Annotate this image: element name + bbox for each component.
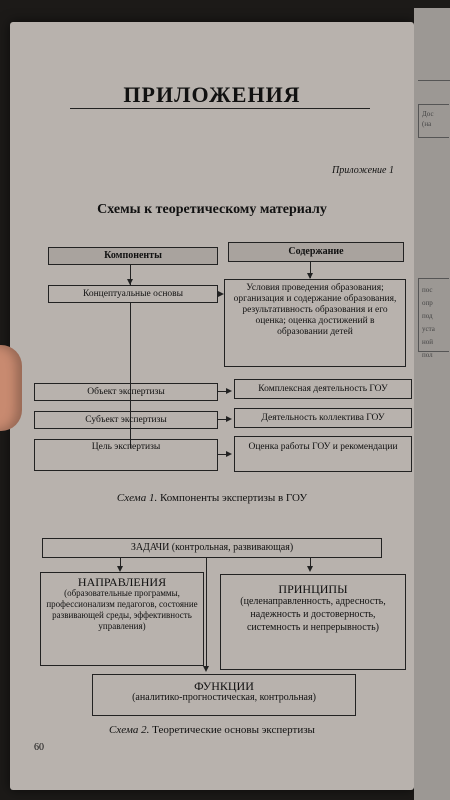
fragment-box	[418, 278, 449, 352]
caption-label: Схема 1.	[116, 492, 158, 504]
row-right-goal: Оценка работы ГОУ и рекомендации	[234, 436, 412, 472]
caption-text: Компоненты экспертизы в ГОУ	[159, 492, 308, 504]
connector	[130, 265, 131, 285]
fragment: (на	[422, 120, 432, 128]
arrow-right	[226, 388, 232, 394]
connector	[310, 262, 311, 278]
row-right-subject: Деятельность коллектива ГОУ	[234, 408, 412, 428]
row-right-object: Комплексная деятельность ГОУ	[234, 379, 412, 399]
arrow-down	[127, 279, 133, 285]
vertical-spine	[130, 303, 131, 448]
components-header: Компоненты	[48, 247, 218, 265]
fragment: опр	[422, 299, 433, 307]
functions-text: (аналитико-прогностическая, контрольная)	[132, 692, 316, 703]
fragment: пол	[422, 351, 433, 359]
fragment: пос	[422, 286, 433, 294]
functions-title: ФУНКЦИИ	[194, 679, 254, 693]
connector	[218, 391, 228, 392]
thumb	[0, 345, 22, 431]
directions-text: (образовательные программы, профессионал…	[46, 588, 198, 631]
directions-title: НАПРАВЛЕНИЯ	[77, 575, 167, 589]
arrow-right	[226, 451, 232, 457]
connector	[218, 419, 228, 420]
row-left-goal: Цель экспертизы	[34, 439, 218, 471]
row-left-subject: Субъект экспертизы	[34, 411, 218, 429]
arrow-down	[307, 273, 313, 279]
functions-box: ФУНКЦИИ (аналитико-прогностическая, конт…	[92, 674, 356, 716]
rule	[418, 80, 450, 81]
principles-box: ПРИНЦИПЫ (целенаправленность, адресность…	[220, 574, 406, 670]
fragment: Дос	[422, 110, 434, 118]
section-title: ПРИЛОЖЕНИЯ	[123, 82, 301, 107]
row-right-conditions: Условия проведения образования; организа…	[224, 279, 406, 367]
fragment-box	[418, 104, 449, 138]
arrow-right	[218, 291, 224, 297]
directions-box: НАПРАВЛЕНИЯ (образовательные программы, …	[40, 572, 204, 666]
center-connector	[206, 558, 207, 670]
caption-text: Теоретические основы экспертизы	[152, 724, 315, 736]
arrow-right	[226, 416, 232, 422]
scheme-2-caption: Схема 2. Теоретические основы экспертизы	[40, 724, 384, 736]
connector	[120, 558, 121, 570]
content-header: Содержание	[228, 242, 404, 262]
schemes-title: Схемы к теоретическому материалу	[97, 202, 327, 217]
row-left-object: Объект экспертизы	[34, 383, 218, 401]
arrow-down	[203, 666, 209, 672]
title-rule	[70, 108, 370, 109]
page-number: 60	[34, 742, 44, 753]
fragment: ной	[422, 338, 433, 346]
fragment: уста	[422, 325, 435, 333]
principles-text: (целенаправленность, адресность, надежно…	[240, 596, 386, 633]
row-left-conceptual: Концептуальные основы	[48, 285, 218, 303]
principles-title: ПРИНЦИПЫ	[278, 582, 348, 596]
connector	[310, 558, 311, 570]
tasks-box: ЗАДАЧИ (контрольная, развивающая)	[42, 538, 382, 558]
caption-label: Схема 2.	[109, 724, 150, 736]
fragment: под	[422, 312, 433, 320]
connector	[218, 454, 228, 455]
arrow-down	[307, 566, 313, 572]
scheme-1-caption: Схема 1. Компоненты экспертизы в ГОУ	[40, 492, 384, 504]
book-page: ПРИЛОЖЕНИЯ Приложение 1 Схемы к теоретич…	[10, 22, 414, 790]
appendix-ref: Приложение 1	[332, 165, 394, 176]
next-page-edge: Дос (на пос опр под уста ной пол	[414, 8, 450, 800]
arrow-down	[117, 566, 123, 572]
